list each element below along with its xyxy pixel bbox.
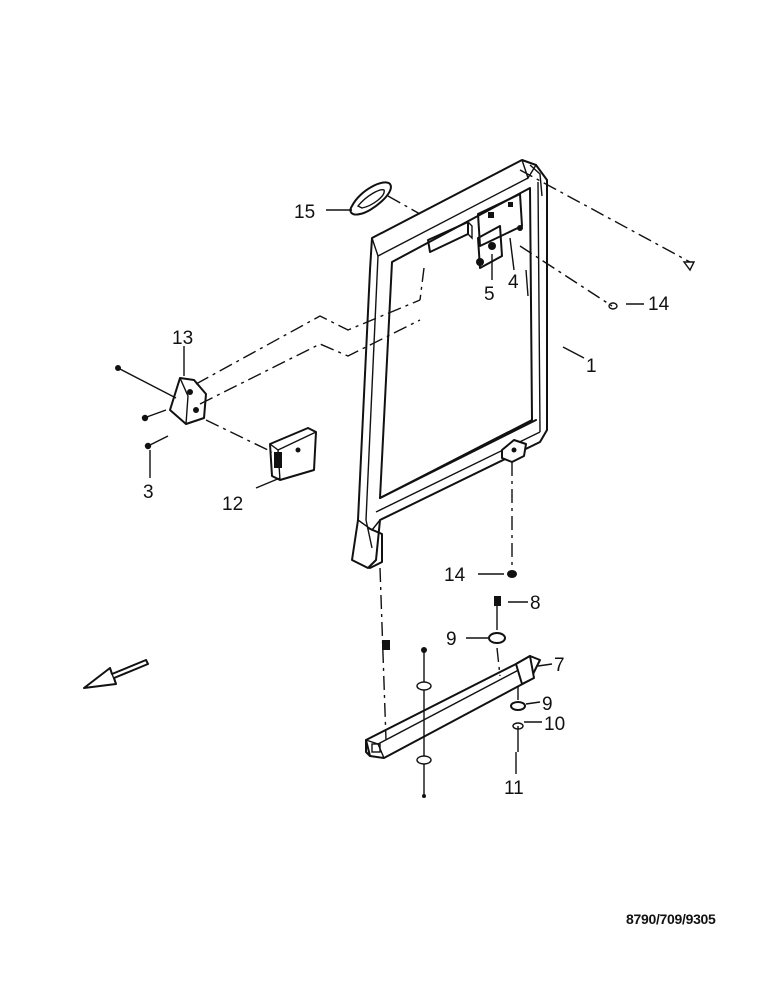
label-part-3: 3 <box>143 482 154 503</box>
hinge-bracket-part <box>169 377 207 425</box>
label-part-4: 4 <box>508 272 519 293</box>
label-part-5: 5 <box>484 284 495 305</box>
direction-arrow-icon <box>83 659 149 689</box>
label-part-11: 11 <box>504 778 524 799</box>
fastener-parts <box>382 261 696 798</box>
label-part-15: 15 <box>294 202 315 223</box>
assembly-lines <box>195 169 691 741</box>
drawing-reference-code: 8790/709/9305 <box>626 911 716 927</box>
label-part-7: 7 <box>554 655 565 676</box>
label-part-14-lower: 14 <box>444 565 466 586</box>
bracket-block-part <box>269 427 317 481</box>
label-part-12: 12 <box>222 494 243 515</box>
label-part-9-upper: 9 <box>446 629 457 650</box>
gasket-ring-part <box>349 181 392 216</box>
label-part-9-lower: 9 <box>542 694 553 715</box>
label-part-14-upper: 14 <box>648 294 670 315</box>
leader-lines <box>149 209 644 774</box>
label-part-8: 8 <box>530 593 541 614</box>
door-frame-part <box>351 159 548 569</box>
label-part-1: 1 <box>586 356 597 377</box>
bottom-rail-part <box>365 655 541 759</box>
screw-parts <box>115 365 177 450</box>
label-part-10: 10 <box>544 714 565 735</box>
label-part-13: 13 <box>172 328 193 349</box>
